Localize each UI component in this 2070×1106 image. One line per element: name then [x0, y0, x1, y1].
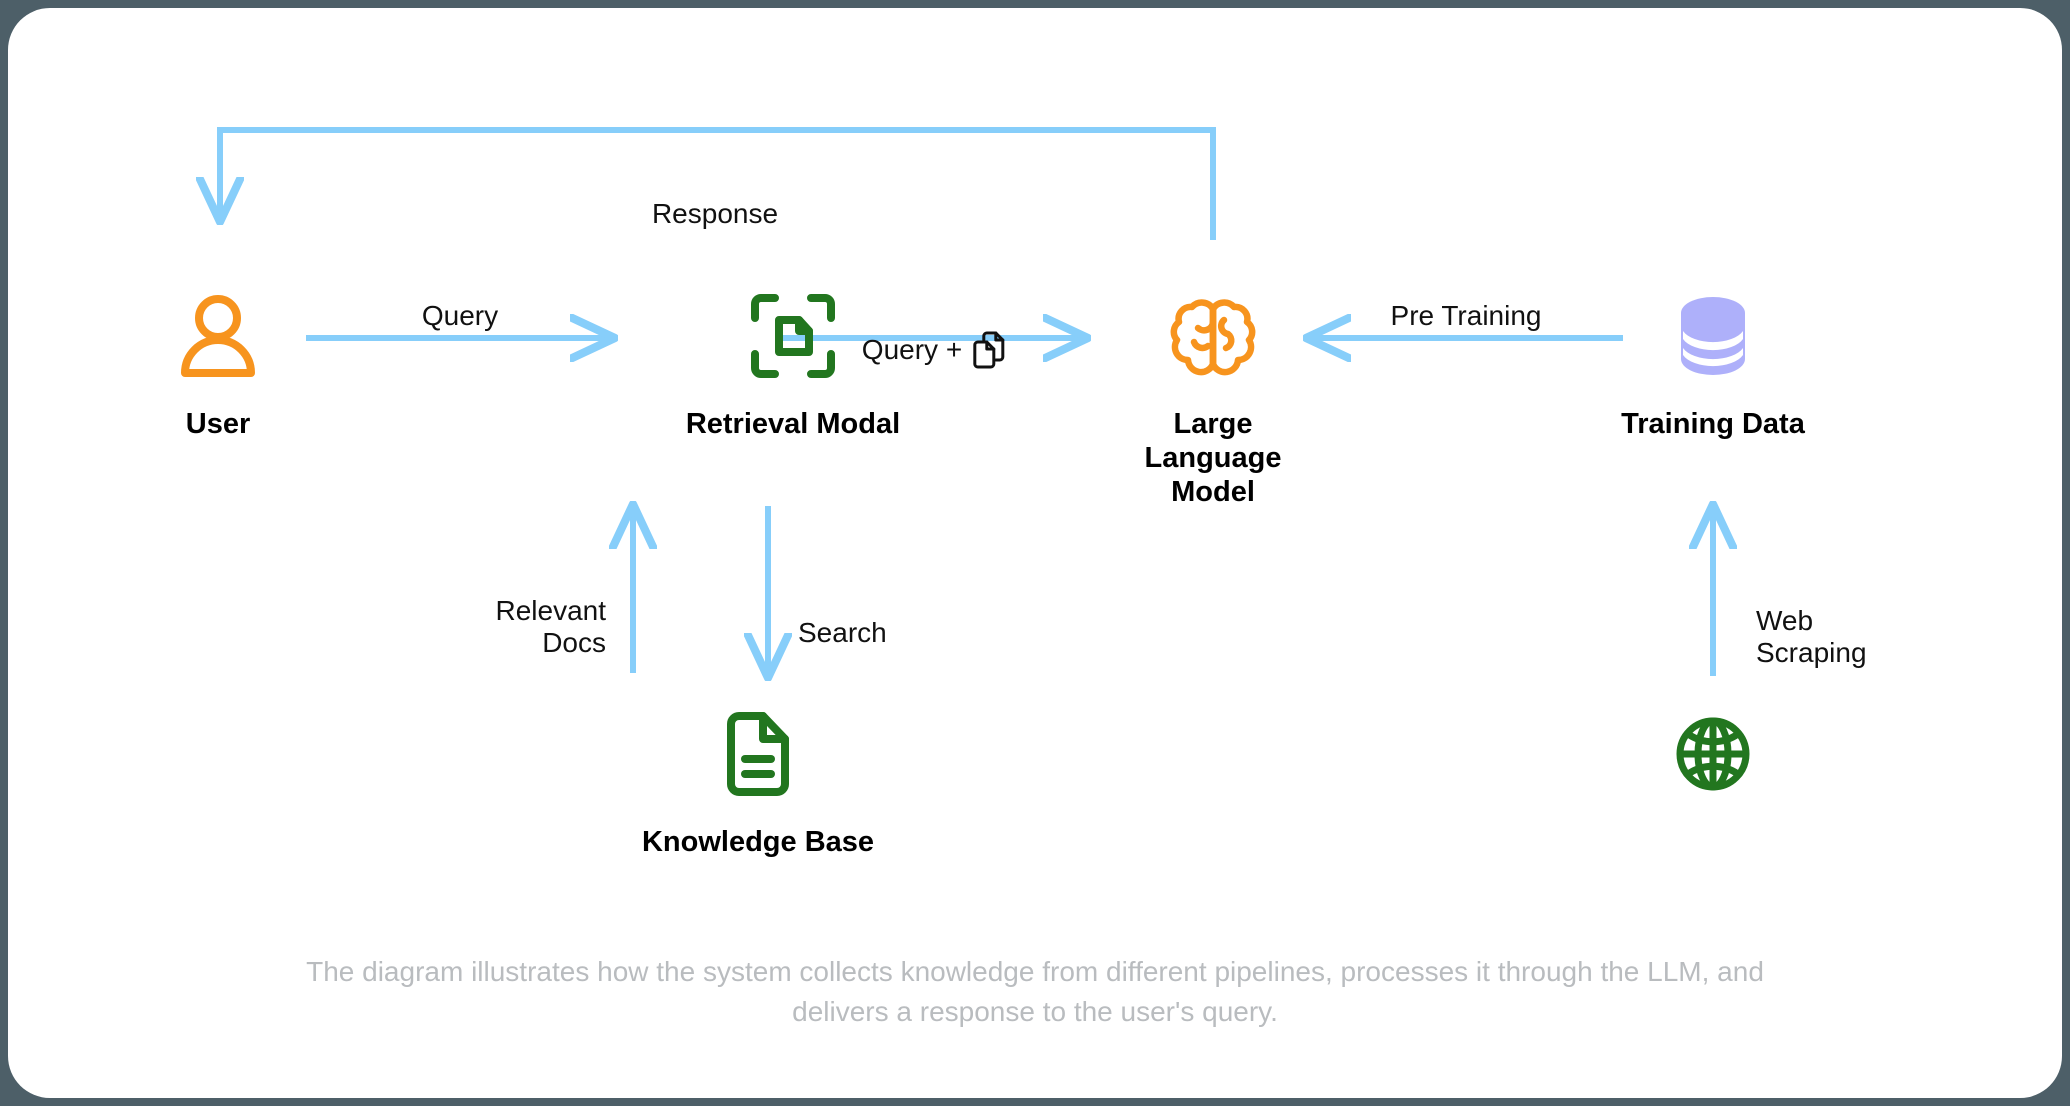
- globe-icon: [1675, 708, 1751, 800]
- edge-label-query-text: Query: [421, 300, 499, 332]
- node-label-llm: Large Language Model: [1144, 408, 1282, 508]
- edge-label-search-text: Search: [798, 617, 887, 649]
- brain-icon: [1170, 290, 1256, 382]
- edge-label-relevant-docs: Relevant Docs: [495, 563, 606, 660]
- edge-label-query-plus-text: Query +: [861, 334, 963, 366]
- node-label-training-data: Training Data: [1621, 408, 1805, 440]
- edge-label-relevant-docs-text: Relevant Docs: [495, 595, 606, 659]
- edge-label-response: Response: [652, 166, 778, 230]
- node-label-user: User: [185, 408, 251, 440]
- edge-label-web-scraping-text: Web Scraping: [1756, 605, 1867, 669]
- node-label-knowledge-base: Knowledge Base: [641, 826, 875, 858]
- edge-label-query: Query: [422, 268, 498, 332]
- database-icon: [1676, 290, 1750, 382]
- document-lines-icon: [725, 708, 791, 800]
- edge-label-pre-training: Pre Training: [1391, 268, 1542, 332]
- edge-label-search: Search: [798, 585, 887, 649]
- edge-label-response-text: Response: [651, 198, 779, 230]
- document-scan-icon: [751, 290, 835, 382]
- edge-label-pre-training-text: Pre Training: [1390, 300, 1542, 332]
- node-knowledge-base[interactable]: Knowledge Base: [598, 708, 918, 860]
- node-training-data[interactable]: Training Data: [1603, 290, 1823, 442]
- user-icon: [179, 290, 257, 382]
- connector-layer: [8, 127, 2062, 1098]
- edge-label-query-plus: Query +: [862, 266, 1006, 435]
- node-llm[interactable]: Large Language Model: [1093, 290, 1333, 510]
- diagram-caption: The diagram illustrates how the system c…: [306, 956, 1764, 1027]
- node-web[interactable]: [1633, 708, 1793, 826]
- node-user[interactable]: User: [108, 290, 328, 442]
- edge-response-arrow: [220, 127, 1216, 240]
- edge-label-web-scraping: Web Scraping: [1756, 573, 1867, 670]
- copy-documents-icon: [972, 298, 1006, 402]
- diagram-canvas: User Retrieval Modal: [8, 8, 2062, 1098]
- node-label-retrieval-modal: Retrieval Modal: [685, 408, 901, 440]
- node-retrieval-modal[interactable]: Retrieval Modal: [608, 290, 978, 442]
